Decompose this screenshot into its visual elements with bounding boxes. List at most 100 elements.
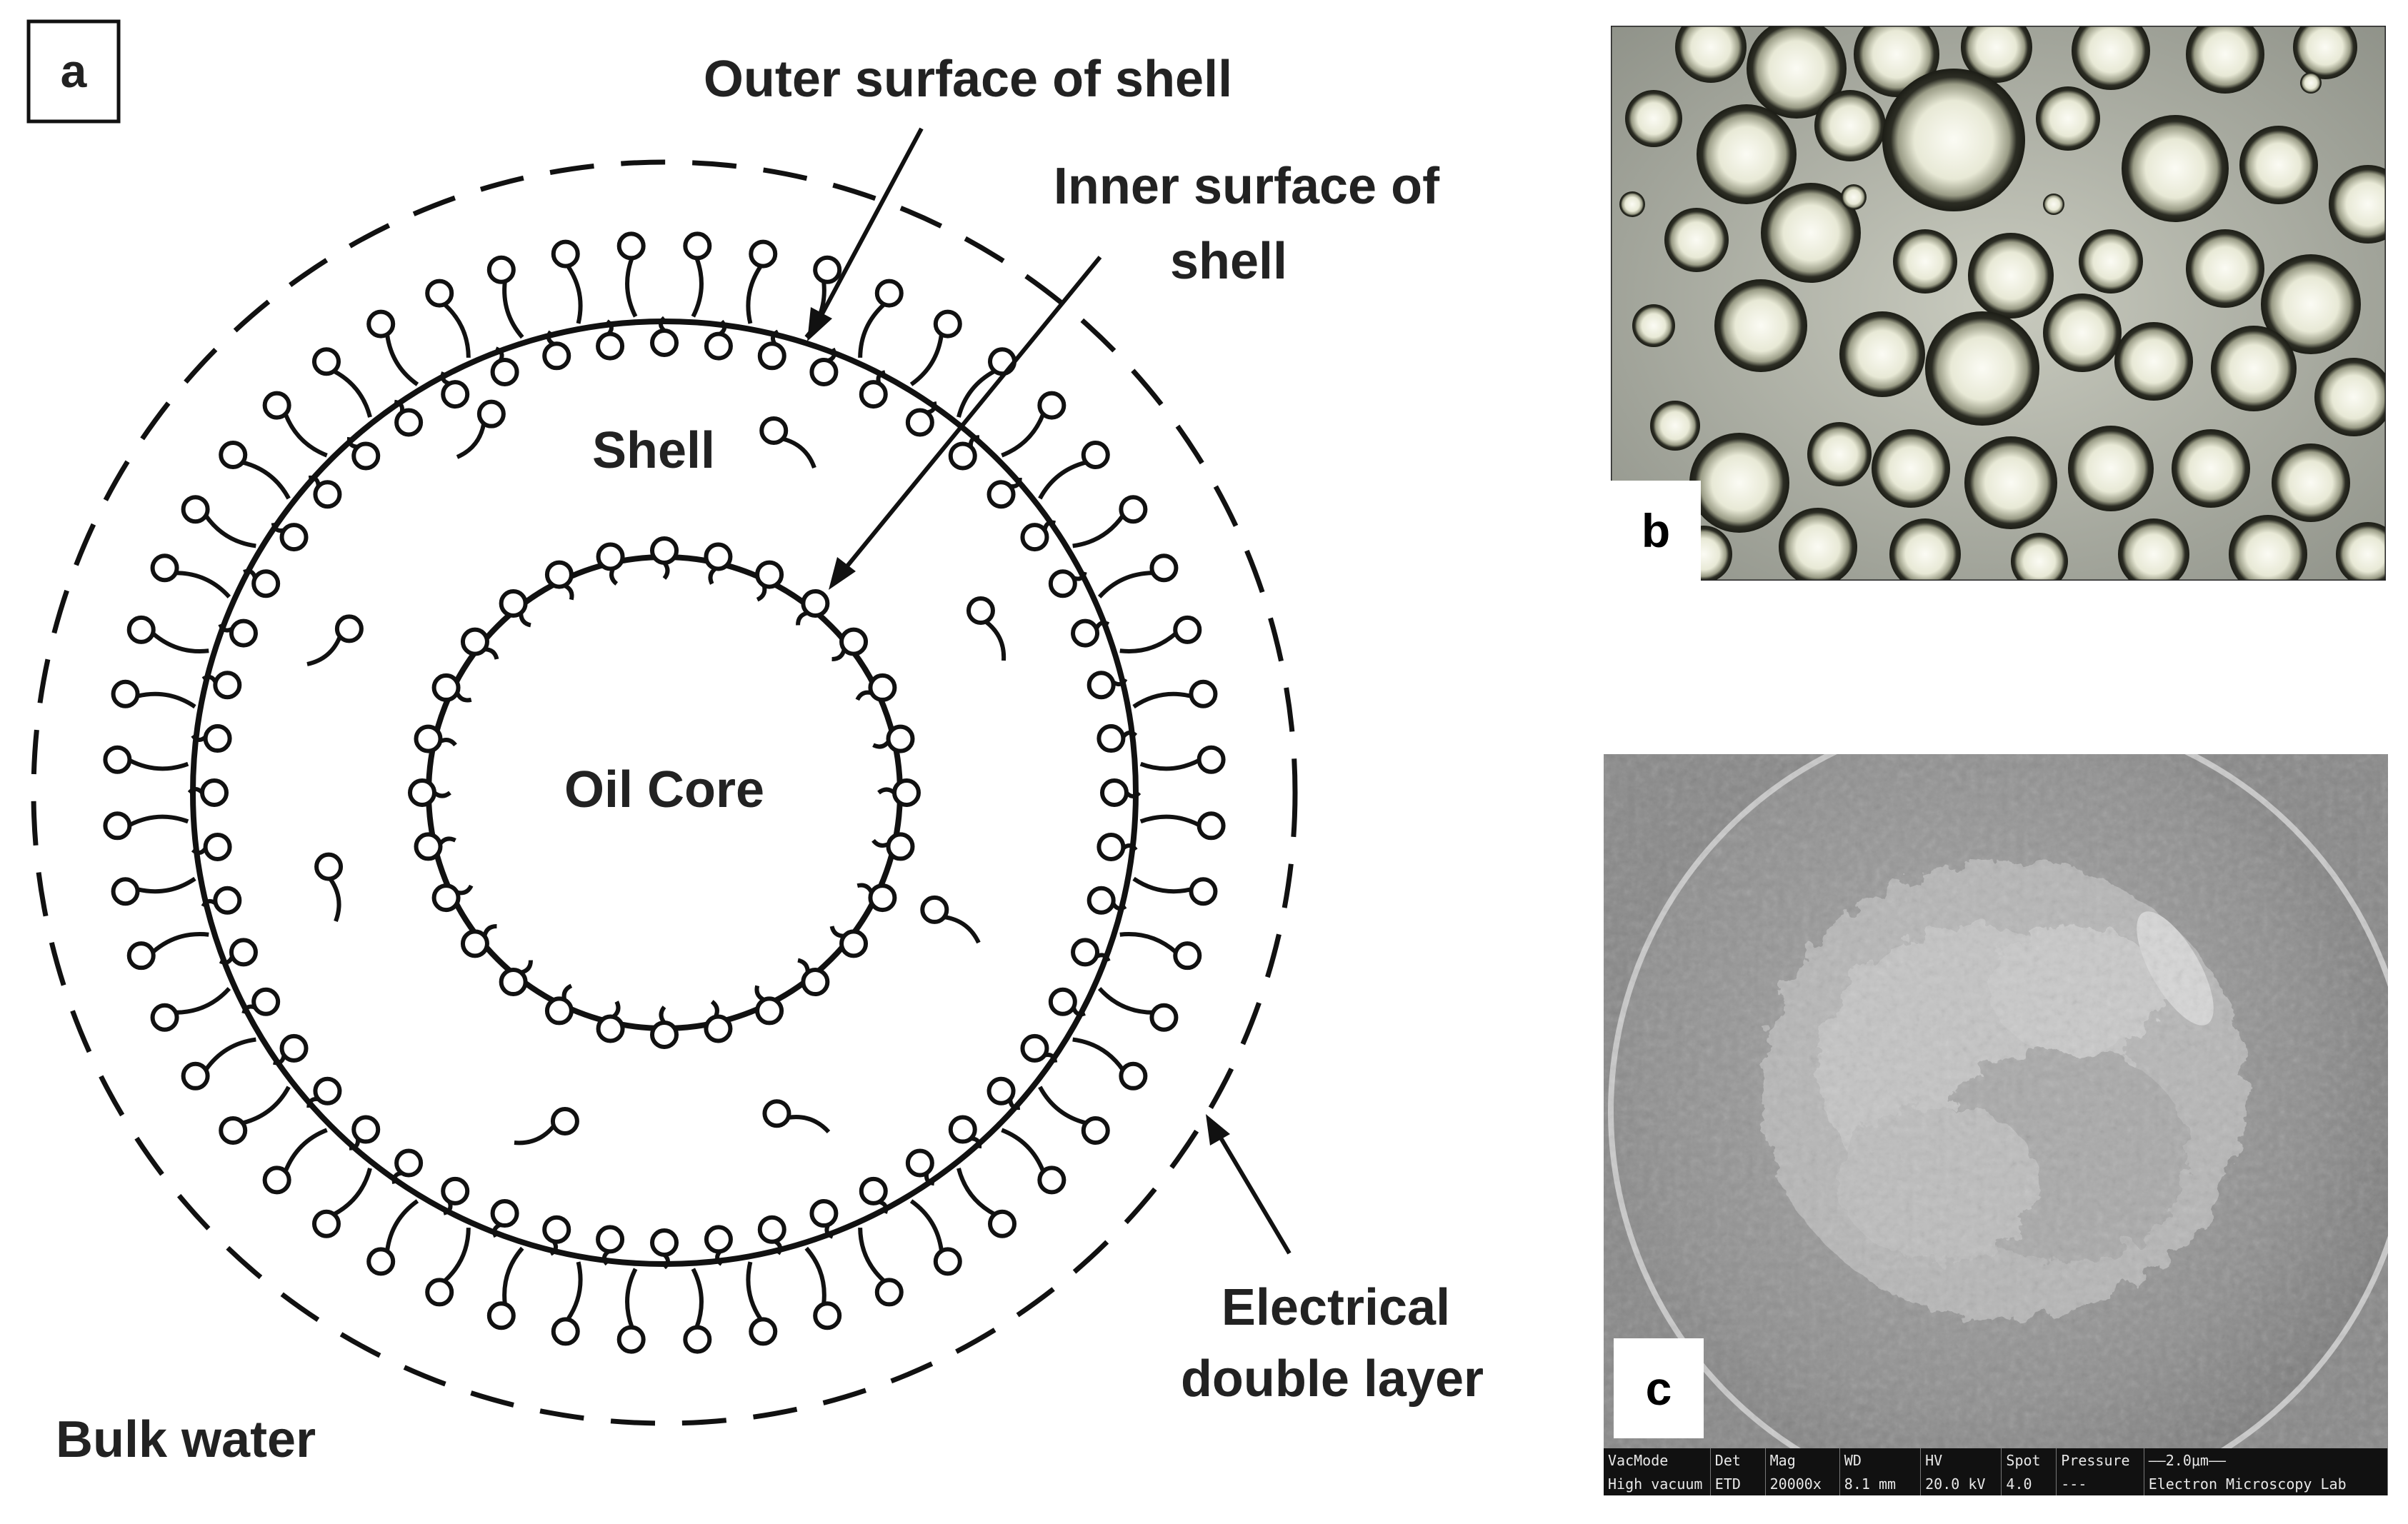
surfactant-molecule bbox=[871, 832, 915, 861]
emulsion-droplet bbox=[1779, 508, 1857, 586]
surfactant-molecule bbox=[829, 926, 869, 958]
surfactant-molecule bbox=[544, 560, 574, 601]
sem-header-cell: Det bbox=[1711, 1448, 1766, 1472]
surfactant-molecule bbox=[966, 596, 1006, 661]
sem-header-cell: WD bbox=[1840, 1448, 1922, 1472]
surfactant-molecule bbox=[349, 1115, 381, 1150]
surfactant-molecule bbox=[271, 522, 309, 552]
surfactant-molecule bbox=[126, 932, 209, 971]
surfactant-molecule bbox=[486, 1246, 524, 1330]
emulsion-droplet bbox=[2114, 322, 2193, 401]
emulsion-droplet bbox=[1664, 208, 1729, 272]
surfactant-molecule bbox=[262, 1128, 328, 1195]
sem-value-cell: 4.0 bbox=[2002, 1472, 2057, 1495]
surfactant-molecule bbox=[746, 1261, 778, 1346]
surfactant-molecule bbox=[490, 1199, 519, 1238]
optical-micrograph-panel: b bbox=[1609, 11, 2407, 593]
bulk-water-label: Bulk water bbox=[56, 1411, 316, 1468]
sem-header-cell: Mag bbox=[1766, 1448, 1840, 1472]
surfactant-molecule bbox=[858, 1228, 904, 1307]
surfactant-molecule bbox=[111, 679, 196, 709]
shell-label: Shell bbox=[592, 422, 715, 479]
surfactant-molecule bbox=[809, 347, 839, 386]
surfactant-molecule bbox=[650, 1006, 679, 1049]
surfactant-molecule bbox=[311, 1168, 372, 1238]
emulsion-droplet bbox=[1807, 422, 1872, 486]
outer-surface-arrow bbox=[807, 127, 924, 341]
double-layer-arrow bbox=[1206, 1114, 1292, 1255]
surfactant-molecule bbox=[956, 1168, 1017, 1238]
surfactant-molecule bbox=[1097, 987, 1179, 1032]
surfactant-molecule bbox=[1071, 618, 1110, 648]
surfactant-molecule bbox=[1038, 1086, 1110, 1145]
surfactant-molecule bbox=[486, 255, 524, 339]
emulsion-droplet bbox=[2336, 522, 2400, 586]
surfactant-molecule bbox=[542, 1215, 571, 1256]
surfactant-molecule bbox=[542, 330, 571, 371]
surfactant-molecule bbox=[218, 618, 258, 648]
surfactant-molecule bbox=[650, 536, 679, 580]
emulsion-droplet bbox=[1893, 229, 1957, 294]
surfactant-molecule bbox=[499, 588, 531, 628]
surfactant-molecule bbox=[796, 588, 830, 626]
surfactant-molecule bbox=[391, 1148, 424, 1184]
surfactant-molecule bbox=[431, 673, 472, 703]
surfactant-molecule bbox=[366, 309, 419, 386]
inner-surface-label-line1: Inner surface of bbox=[1054, 158, 1440, 215]
surfactant-molecule bbox=[456, 399, 506, 459]
emulsion-droplet bbox=[2261, 254, 2361, 354]
surfactant-molecule bbox=[1097, 553, 1179, 598]
emulsion-droplet bbox=[1814, 90, 1886, 161]
surfactant-molecule bbox=[877, 778, 921, 807]
surfactant-molecule bbox=[103, 745, 189, 774]
emulsion-droplet bbox=[1689, 433, 1789, 533]
panel-a-label: a bbox=[61, 44, 88, 97]
surfactant-molecule bbox=[219, 1086, 291, 1145]
surfactant-molecule bbox=[414, 832, 456, 861]
emulsion-droplet bbox=[2293, 15, 2357, 79]
surfactant-molecule bbox=[201, 671, 242, 700]
emulsion-droplet bbox=[1761, 183, 1861, 283]
surfactant-molecule bbox=[905, 401, 937, 437]
surfactant-molecule bbox=[754, 985, 784, 1026]
surfactant-molecule bbox=[948, 1115, 982, 1149]
sem-value-cell: 20000x bbox=[1766, 1472, 1840, 1495]
emulsion-droplet bbox=[2239, 126, 2318, 204]
surfactant-molecule bbox=[948, 435, 980, 471]
surfactant-molecule bbox=[986, 477, 1022, 509]
surfactant-molecule bbox=[308, 475, 342, 509]
surfactant-molecule bbox=[704, 542, 733, 585]
emulsion-droplet bbox=[1841, 184, 1867, 210]
surfactant-molecule bbox=[757, 329, 786, 371]
emulsion-droplet bbox=[2172, 429, 2250, 508]
surfactant-molecule bbox=[219, 440, 291, 500]
sem-header-cell: Pressure bbox=[2057, 1448, 2144, 1472]
surfactant-molecule bbox=[103, 811, 189, 841]
shell-surfactants-outward bbox=[103, 231, 1226, 1354]
emulsion-droplet bbox=[2211, 326, 2297, 411]
surfactant-molecule bbox=[1119, 615, 1202, 653]
surfactant-molecule bbox=[856, 883, 897, 913]
surfactant-molecule bbox=[241, 987, 281, 1016]
surfactant-molecule bbox=[201, 886, 242, 915]
surfactant-molecule bbox=[1072, 1037, 1148, 1091]
surfactant-molecule bbox=[191, 724, 232, 753]
emulsion-droplet bbox=[1872, 429, 1950, 508]
surfactant-molecule bbox=[1001, 391, 1066, 458]
surfactant-molecule bbox=[544, 983, 574, 1026]
surfactant-molecule bbox=[306, 1076, 342, 1108]
surfactant-molecule bbox=[1086, 886, 1127, 915]
sem-header-cell: HV bbox=[1921, 1448, 2002, 1472]
surfactant-molecule bbox=[1132, 679, 1218, 709]
surfactant-molecule bbox=[514, 1107, 579, 1145]
surfactant-molecule bbox=[1038, 440, 1110, 500]
surfactant-molecule bbox=[551, 1261, 583, 1346]
emulsion-droplet bbox=[2072, 11, 2150, 90]
surfactant-molecule bbox=[596, 319, 625, 361]
surfactant-molecule bbox=[551, 239, 583, 324]
emulsion-droplet bbox=[2186, 15, 2264, 94]
shell-surfactants-inward bbox=[187, 316, 1141, 1270]
surfactant-molecule bbox=[650, 316, 679, 357]
emulsion-droplet bbox=[1650, 401, 1700, 451]
emulsion-droplet bbox=[1747, 19, 1847, 119]
